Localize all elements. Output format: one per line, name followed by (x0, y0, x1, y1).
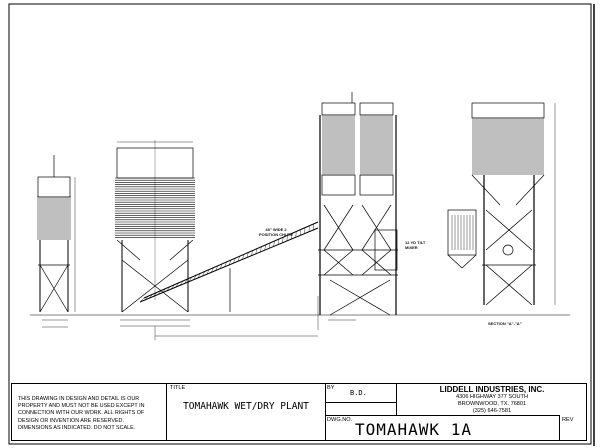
chute-annotation: 48" WIDE 2 POSITION CHUTE (258, 227, 293, 237)
title-cell (166, 383, 326, 441)
dimension-lines (42, 103, 556, 340)
drafter-initials: B.D. (350, 389, 367, 397)
drawing-title: TOMAHAWK WET/DRY PLANT (183, 401, 309, 412)
mixer-annotation: 12 YD TILT MIXER (405, 240, 426, 250)
dwg-no-label: DWG.NO. (327, 417, 353, 423)
drawing-number: TOMAHAWK 1A (355, 420, 472, 439)
company-block: LIDDELL INDUSTRIES, INC. 4306 HIGHWAY 37… (397, 385, 587, 415)
by-label: BY (327, 385, 335, 391)
ownership-notice: THIS DRAWING IN DESIGN AND DETAIL IS OUR… (18, 396, 145, 431)
rev-label: REV (562, 417, 574, 423)
central-batch-tower (318, 92, 398, 316)
drawing-border (8, 3, 592, 445)
conveyor (139, 221, 319, 312)
dwg-no-cell (325, 415, 560, 441)
section-a-a-view (447, 102, 545, 306)
company-address-1: 4306 HIGHWAY 377 SOUTH (455, 394, 529, 400)
aggregate-bin (115, 140, 195, 313)
company-name: LIDDELL INDUSTRIES, INC. (439, 385, 545, 394)
company-address-2: BROWNWOOD, TX. 76801 (457, 401, 527, 407)
blank-cell (325, 402, 397, 416)
company-phone: (325) 646-7581 (472, 408, 512, 414)
section-label: SECTION "A"-"A" (488, 321, 522, 326)
cement-silo-side-view (37, 155, 71, 313)
title-label: TITLE (170, 385, 186, 391)
